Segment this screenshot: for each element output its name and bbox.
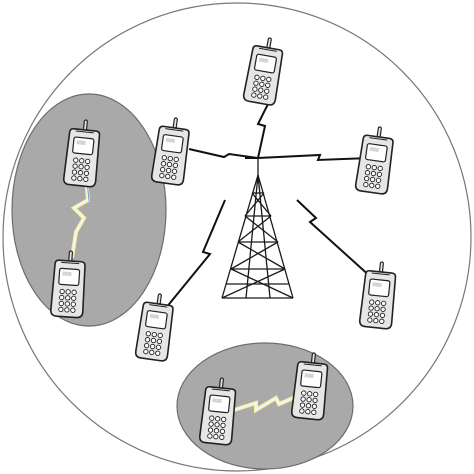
- lightning-link-icon: [257, 153, 371, 162]
- p2p-link-bottom: [233, 391, 306, 414]
- cluster-left: [11, 93, 167, 327]
- lightning-link-icon: [245, 157, 373, 279]
- lightning-link-icon: [256, 103, 269, 159]
- lightning-link-icon: [188, 148, 259, 159]
- tower-links: [160, 103, 373, 315]
- cell-tower-icon: [221, 158, 294, 299]
- lightning-link-icon: [160, 199, 226, 315]
